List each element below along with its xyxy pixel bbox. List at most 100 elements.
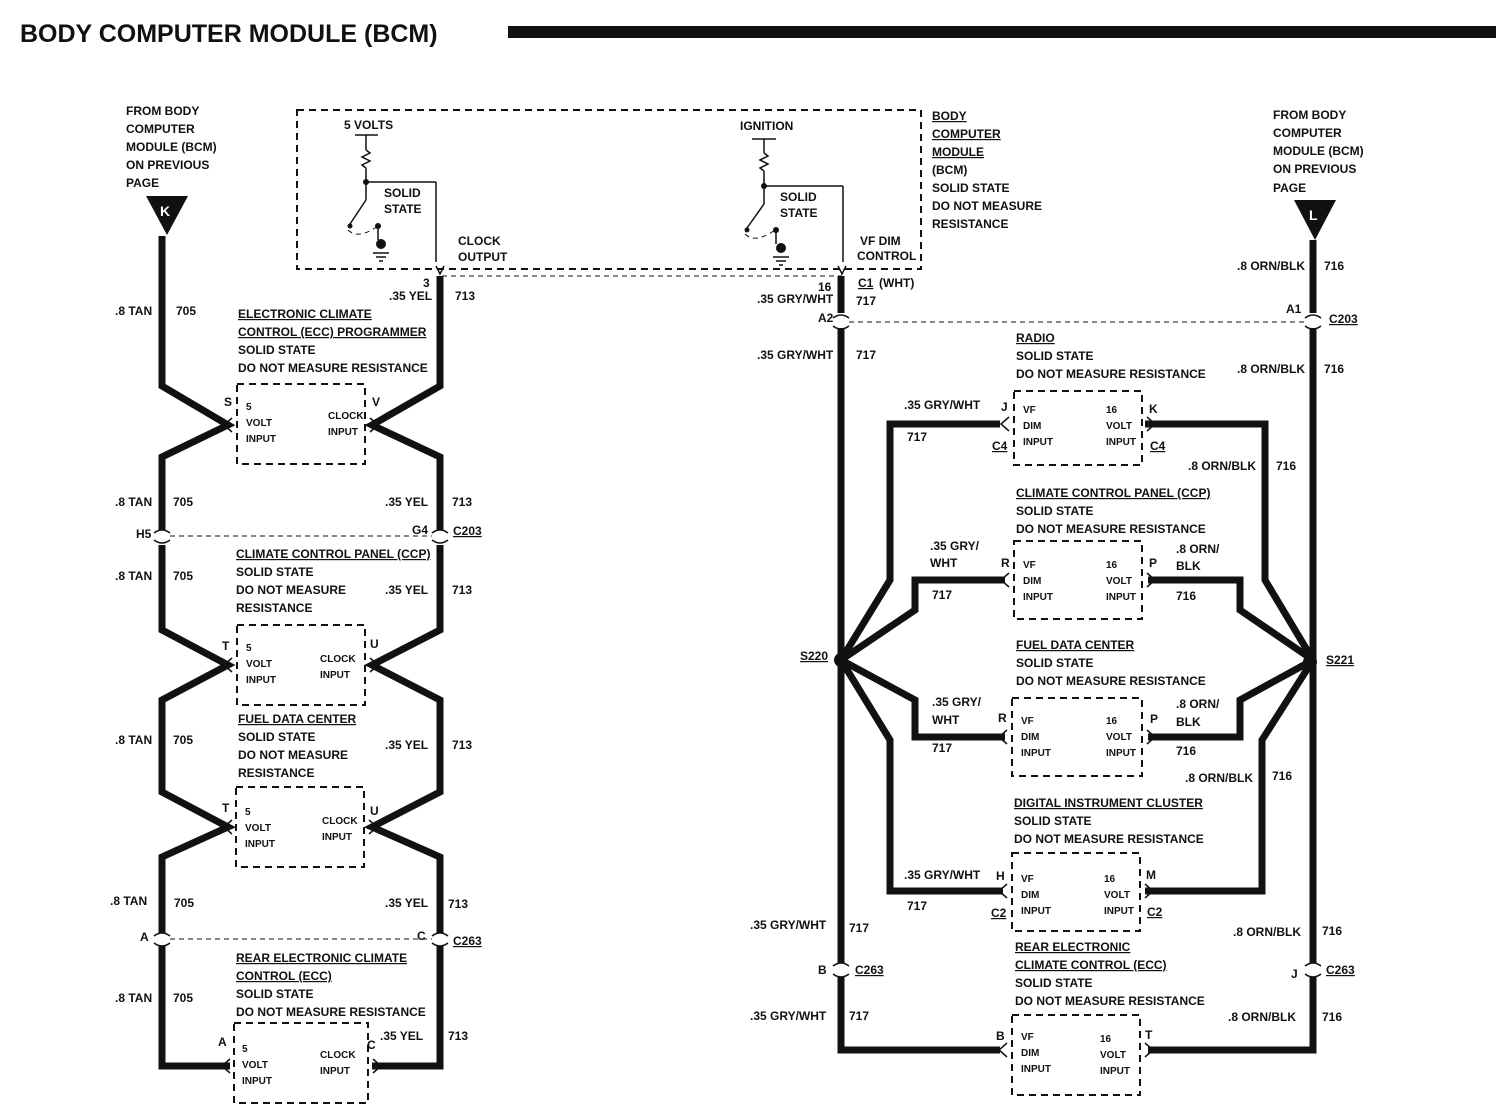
- svg-text:VOLT: VOLT: [1106, 576, 1132, 587]
- svg-text:INPUT: INPUT: [1021, 906, 1051, 917]
- svg-text:INPUT: INPUT: [1021, 1064, 1051, 1075]
- svg-text:DIM: DIM: [1021, 1048, 1039, 1059]
- svg-text:713: 713: [455, 289, 475, 303]
- svg-text:716: 716: [1322, 924, 1342, 938]
- svg-text:WHT: WHT: [930, 556, 958, 570]
- svg-text:5: 5: [246, 402, 252, 413]
- rear-ecc-right-label: REAR ELECTRONIC CLIMATE CONTROL (ECC) SO…: [1015, 940, 1205, 1008]
- fdc-right-label: FUEL DATA CENTER SOLID STATE DO NOT MEAS…: [1016, 638, 1206, 688]
- svg-text:T: T: [222, 639, 230, 653]
- svg-text:.35 GRY/WHT: .35 GRY/WHT: [750, 1009, 827, 1023]
- svg-text:.35 YEL: .35 YEL: [380, 1029, 423, 1043]
- bcm-box: [296, 109, 922, 270]
- svg-text:P: P: [1150, 712, 1158, 726]
- splice-s221-label: S221: [1326, 653, 1354, 667]
- arrow-k-icon: [146, 196, 188, 235]
- connector-c263-label-left: C263: [453, 934, 482, 948]
- svg-text:.8 ORN/BLK: .8 ORN/BLK: [1228, 1010, 1296, 1024]
- svg-text:DO NOT MEASURE RESISTANCE: DO NOT MEASURE RESISTANCE: [1014, 832, 1204, 846]
- svg-text:DIM: DIM: [1023, 576, 1041, 587]
- pin-c-left: C: [417, 929, 426, 943]
- svg-text:BLK: BLK: [1176, 715, 1201, 729]
- svg-text:.35 YEL: .35 YEL: [385, 495, 428, 509]
- wire-705-tan: [158, 236, 236, 1070]
- svg-text:MODULE (BCM): MODULE (BCM): [126, 140, 217, 154]
- svg-text:.35 YEL: .35 YEL: [389, 289, 432, 303]
- svg-text:VOLT: VOLT: [245, 823, 271, 834]
- svg-text:(BCM): (BCM): [932, 163, 967, 177]
- arrow-l-icon: [1294, 200, 1336, 240]
- svg-text:.8 ORN/: .8 ORN/: [1176, 697, 1220, 711]
- svg-text:INPUT: INPUT: [246, 434, 276, 445]
- svg-text:.8 ORN/BLK: .8 ORN/BLK: [1237, 362, 1305, 376]
- arrow-l-label: L: [1309, 207, 1318, 223]
- svg-text:SOLID STATE: SOLID STATE: [238, 730, 316, 744]
- svg-text:M: M: [1146, 868, 1156, 882]
- ecc-programmer-box: 5 VOLT INPUT CLOCK INPUT S V: [224, 383, 380, 465]
- svg-text:.35 GRY/WHT: .35 GRY/WHT: [750, 918, 827, 932]
- svg-text:INPUT: INPUT: [242, 1076, 272, 1087]
- bcm-ignition-switch: IGNITION SOLID STATE VF DIM CONTROL: [740, 119, 916, 266]
- svg-text:INPUT: INPUT: [246, 675, 276, 686]
- svg-text:COMPUTER: COMPUTER: [1273, 126, 1342, 140]
- left-wire-labels: .8 TAN 705 .8 TAN 705 .8 TAN 705 .8 TAN …: [110, 289, 475, 1043]
- dic-label: DIGITAL INSTRUMENT CLUSTER SOLID STATE D…: [1014, 796, 1204, 846]
- svg-text:VOLT: VOLT: [1104, 890, 1130, 901]
- svg-text:SOLID: SOLID: [384, 186, 421, 200]
- pin-a1: A1: [1286, 302, 1302, 316]
- svg-text:V: V: [372, 395, 380, 409]
- svg-text:CONTROL: CONTROL: [857, 249, 916, 263]
- svg-text:INPUT: INPUT: [1106, 437, 1136, 448]
- radio-label: RADIO SOLID STATE DO NOT MEASURE RESISTA…: [1016, 331, 1206, 381]
- dic-box: VF DIM INPUT 16 VOLT INPUT H M C2 C2: [991, 852, 1163, 932]
- connector-marks-right: [435, 265, 1322, 978]
- svg-text:.8 TAN: .8 TAN: [115, 304, 152, 318]
- pin-j-right: J: [1291, 967, 1298, 981]
- svg-text:RESISTANCE: RESISTANCE: [238, 766, 314, 780]
- svg-text:BLK: BLK: [1176, 559, 1201, 573]
- svg-text:RESISTANCE: RESISTANCE: [236, 601, 312, 615]
- pin-g4: G4: [412, 523, 428, 537]
- svg-text:INPUT: INPUT: [1104, 906, 1134, 917]
- svg-text:VF DIM: VF DIM: [860, 234, 901, 248]
- svg-text:DO NOT MEASURE RESISTANCE: DO NOT MEASURE RESISTANCE: [1016, 522, 1206, 536]
- connector-marks-left: [153, 529, 449, 947]
- svg-text:716: 716: [1324, 362, 1344, 376]
- svg-text:.8 TAN: .8 TAN: [115, 733, 152, 747]
- splice-s220-label: S220: [800, 649, 828, 663]
- ccp-right-box: VF DIM INPUT 16 VOLT INPUT R P: [1001, 540, 1157, 620]
- svg-text:.8 ORN/BLK: .8 ORN/BLK: [1233, 925, 1301, 939]
- svg-text:H: H: [996, 869, 1005, 883]
- svg-text:717: 717: [856, 348, 876, 362]
- svg-text:716: 716: [1176, 744, 1196, 758]
- svg-text:.8 ORN/BLK: .8 ORN/BLK: [1237, 259, 1305, 273]
- pin-a2: A2: [818, 311, 834, 325]
- svg-text:MODULE (BCM): MODULE (BCM): [1273, 144, 1364, 158]
- svg-text:DO NOT MEASURE RESISTANCE: DO NOT MEASURE RESISTANCE: [1016, 674, 1206, 688]
- svg-text:OUTPUT: OUTPUT: [458, 250, 508, 264]
- svg-text:.35 GRY/WHT: .35 GRY/WHT: [757, 292, 834, 306]
- svg-text:16: 16: [1106, 405, 1118, 416]
- svg-text:VOLT: VOLT: [246, 418, 272, 429]
- svg-text:716: 716: [1322, 1010, 1342, 1024]
- svg-text:VOLT: VOLT: [246, 659, 272, 670]
- svg-text:ELECTRONIC CLIMATE: ELECTRONIC CLIMATE: [238, 307, 372, 321]
- svg-text:DO NOT MEASURE RESISTANCE: DO NOT MEASURE RESISTANCE: [1015, 994, 1205, 1008]
- title-rule: [508, 26, 1496, 38]
- ecc-programmer-label: ELECTRONIC CLIMATE CONTROL (ECC) PROGRAM…: [238, 307, 428, 375]
- svg-text:716: 716: [1324, 259, 1344, 273]
- svg-text:C4: C4: [992, 439, 1008, 453]
- svg-text:FROM BODY: FROM BODY: [126, 104, 199, 118]
- svg-text:T: T: [222, 801, 230, 815]
- ccp-right-label: CLIMATE CONTROL PANEL (CCP) SOLID STATE …: [1016, 486, 1210, 536]
- svg-text:716: 716: [1272, 769, 1292, 783]
- svg-text:VOLT: VOLT: [1106, 732, 1132, 743]
- svg-text:VOLT: VOLT: [242, 1060, 268, 1071]
- svg-text:705: 705: [173, 569, 193, 583]
- svg-text:.8 ORN/: .8 ORN/: [1176, 542, 1220, 556]
- pin-a-left: A: [140, 930, 149, 944]
- svg-text:U: U: [370, 804, 379, 818]
- svg-text:K: K: [1149, 402, 1158, 416]
- rear-ecc-left-box: 5 VOLT INPUT CLOCK INPUT A C: [218, 1022, 376, 1104]
- svg-text:5: 5: [246, 643, 252, 654]
